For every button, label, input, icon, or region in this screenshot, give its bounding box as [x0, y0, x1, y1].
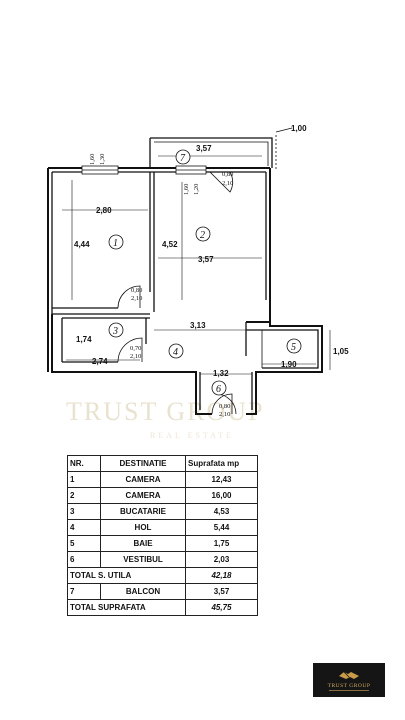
- row-nr: 3: [67, 503, 101, 520]
- total-row: TOTAL SUPRAFATA 45,75: [67, 599, 258, 616]
- row-dest: CAMERA: [100, 471, 186, 488]
- room-label-6: 6: [216, 384, 221, 395]
- row-area: 16,00: [185, 487, 258, 504]
- row-area: 1,75: [185, 535, 258, 552]
- window1-height: 1,30: [99, 154, 106, 165]
- room1-length: 4,44: [74, 240, 90, 249]
- balcony-door-width: 0,80: [222, 171, 233, 178]
- windows: [81, 165, 207, 175]
- header-destinatie: DESTINATIE: [100, 455, 186, 472]
- room-label-3: 3: [112, 326, 118, 337]
- hall-length: 3,13: [190, 321, 206, 330]
- kitchen-depth: 1,74: [76, 335, 92, 344]
- window1-width: 1,60: [89, 154, 96, 165]
- header-nr: NR.: [67, 455, 101, 472]
- table-row: 6 VESTIBUL 2,03: [67, 551, 258, 568]
- window2-width: 1,60: [183, 184, 190, 195]
- row-nr: 6: [67, 551, 101, 568]
- balcony-nr: 7: [67, 583, 101, 600]
- row-dest: CAMERA: [100, 487, 186, 504]
- row-dest: VESTIBUL: [100, 551, 186, 568]
- room2-width: 3,57: [198, 255, 214, 264]
- room-label-2: 2: [200, 230, 205, 241]
- window2-height: 1,20: [193, 184, 200, 195]
- row-area: 4,53: [185, 503, 258, 520]
- table-row: 3 BUCATARIE 4,53: [67, 503, 258, 520]
- bath-depth: 1,05: [333, 347, 349, 356]
- room-label-1: 1: [113, 238, 118, 249]
- balcony-row: 7 BALCON 3,57: [67, 583, 258, 600]
- logo-brand-text: TRUST GROUP: [327, 683, 371, 689]
- door6-height: 2,10: [219, 411, 230, 418]
- door1-height: 2,10: [131, 295, 142, 302]
- row-nr: 1: [67, 471, 101, 488]
- door3-width: 0,70: [130, 345, 141, 352]
- table-row: 2 CAMERA 16,00: [67, 487, 258, 504]
- table-row: 5 BAIE 1,75: [67, 535, 258, 552]
- table-header-row: NR. DESTINATIE Suprafata mp: [67, 455, 258, 472]
- row-nr: 4: [67, 519, 101, 536]
- table-row: 4 HOL 5,44: [67, 519, 258, 536]
- door3-height: 2,10: [130, 353, 141, 360]
- balcony-door-height: 2,10: [222, 180, 233, 187]
- door6-width: 0,80: [219, 403, 230, 410]
- row-area: 5,44: [185, 519, 258, 536]
- vestibule-width: 1,32: [213, 369, 229, 378]
- row-nr: 5: [67, 535, 101, 552]
- handshake-icon: [338, 669, 360, 681]
- room-label-5: 5: [291, 342, 296, 353]
- row-dest: HOL: [100, 519, 186, 536]
- total-util-value: 42,18: [185, 567, 258, 584]
- total-label: TOTAL SUPRAFATA: [67, 599, 186, 616]
- total-value: 45,75: [185, 599, 258, 616]
- room-label-4: 4: [173, 347, 178, 358]
- row-nr: 2: [67, 487, 101, 504]
- kitchen-width: 2,74: [92, 357, 108, 366]
- row-dest: BUCATARIE: [100, 503, 186, 520]
- bath-width: 1,90: [281, 360, 297, 369]
- balcony-dest: BALCON: [100, 583, 186, 600]
- trust-group-logo: TRUST GROUP: [313, 663, 385, 697]
- table-row: 1 CAMERA 12,43: [67, 471, 258, 488]
- room-label-7: 7: [180, 153, 186, 164]
- dimension-lines: [62, 155, 331, 375]
- balcony-area: 3,57: [185, 583, 258, 600]
- room-markers: 1 2 3 4 5 6 7: [108, 149, 302, 396]
- header-suprafata: Suprafata mp: [185, 455, 258, 472]
- row-dest: BAIE: [100, 535, 186, 552]
- row-area: 2,03: [185, 551, 258, 568]
- room2-length: 4,52: [162, 240, 178, 249]
- watermark-subtext: REAL ESTATE: [150, 431, 234, 440]
- logo-underline: [329, 690, 369, 691]
- row-area: 12,43: [185, 471, 258, 488]
- room1-width: 2,80: [96, 206, 112, 215]
- door1-width: 0,80: [131, 287, 142, 294]
- area-table: NR. DESTINATIE Suprafata mp 1 CAMERA 12,…: [67, 455, 258, 616]
- total-util-label: TOTAL S. UTILA: [67, 567, 186, 584]
- total-util-row: TOTAL S. UTILA 42,18: [67, 567, 258, 584]
- watermark-text: TRUST GROUP: [66, 397, 265, 426]
- balcony-depth: 1,00: [291, 124, 307, 133]
- balcony-width: 3,57: [196, 144, 212, 153]
